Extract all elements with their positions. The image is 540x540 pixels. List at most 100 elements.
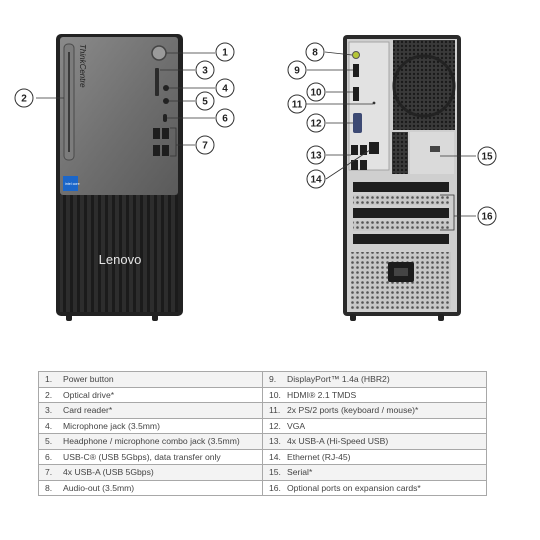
- callout-label: 8: [312, 48, 318, 59]
- card-reader: [155, 68, 159, 96]
- table-cell: 7. 4x USB-A (USB 5Gbps): [38, 464, 263, 481]
- table-cell-content: 10.HDMI® 2.1 TMDS: [269, 390, 480, 400]
- table-cell: 2.Optical drive*: [38, 386, 263, 403]
- table-cell-content: 6. USB-C® (USB 5Gbps), data transfer only: [45, 452, 256, 462]
- callout-10: 10: [306, 82, 326, 102]
- table-cell-content: 4.Microphone jack (3.5mm): [45, 421, 256, 431]
- callout-8: 8: [305, 42, 325, 62]
- lenovo-logo: Lenovo: [99, 252, 142, 267]
- callout-label: 12: [310, 119, 322, 130]
- rear-foot-left: [350, 314, 356, 321]
- callout-label: 4: [222, 84, 228, 95]
- table-row: 3. Card reader* 11.2x PS/2 ports (keyboard…: [38, 402, 487, 419]
- port-legend-table: 1. Power button 9. DisplayPort™ 1.4a (HBR2)…: [38, 371, 487, 496]
- power-inlet-pins: [394, 268, 408, 276]
- table-cell: 11.2x PS/2 ports (keyboard / mouse)*: [262, 402, 487, 419]
- item-number: 6.: [45, 451, 53, 462]
- callout-3: 3: [195, 60, 215, 80]
- power-button[interactable]: [151, 45, 167, 61]
- intel-badge: [63, 176, 78, 191]
- callout-9: 9: [287, 60, 307, 80]
- table-row: 5.Headphone / microphone combo jack (3.5…: [38, 433, 487, 450]
- rear-usb-a-ports: [351, 145, 367, 170]
- table-cell-content: 2.Optical drive*: [45, 390, 256, 400]
- rear-foot-right: [438, 314, 444, 321]
- callout-6: 6: [215, 108, 235, 128]
- callout-label: 14: [310, 175, 322, 186]
- item-number: 1.: [45, 374, 53, 385]
- callout-label: 16: [481, 212, 493, 223]
- callout-label: 13: [310, 151, 322, 162]
- callout-label: 3: [202, 66, 208, 77]
- item-description: DisplayPort™ 1.4a (HBR2): [287, 374, 390, 385]
- rear-view: [343, 35, 461, 321]
- table-cell: 12.VGA: [262, 417, 487, 434]
- table-row: 8. Audio-out (3.5mm) 16.Optional ports on …: [38, 479, 487, 496]
- fan-ring: [392, 54, 456, 118]
- callout-leader-lines: [36, 51, 476, 231]
- item-number: 16.: [269, 482, 281, 493]
- callout-label: 1: [222, 48, 228, 59]
- table-cell: 14. Ethernet (RJ-45): [262, 448, 487, 465]
- callout-14: 14: [306, 169, 326, 189]
- item-description: 4x USB-A (USB 5Gbps): [63, 467, 154, 478]
- item-number: 7.: [45, 467, 53, 478]
- table-cell: 4.Microphone jack (3.5mm): [38, 417, 263, 434]
- item-description: Headphone / microphone combo jack (3.5mm…: [63, 436, 240, 447]
- item-number: 14.: [269, 451, 281, 462]
- table-cell-content: 16.Optional ports on expansion cards*: [269, 483, 480, 493]
- vga-port: [353, 113, 362, 133]
- callout-11: 11: [287, 94, 307, 114]
- front-grille: [60, 195, 178, 312]
- table-cell: 6. USB-C® (USB 5Gbps), data transfer only: [38, 448, 263, 465]
- callout-label: 6: [222, 114, 228, 125]
- item-description: 4x USB-A (Hi-Speed USB): [287, 436, 389, 447]
- front-foot-left: [66, 314, 72, 321]
- table-cell: 5.Headphone / microphone combo jack (3.5…: [38, 433, 263, 450]
- callout-label: 9: [294, 66, 300, 77]
- table-row: 4.Microphone jack (3.5mm) 12.VGA: [38, 417, 487, 434]
- item-description: Power button: [63, 374, 114, 385]
- table-row: 6. USB-C® (USB 5Gbps), data transfer only…: [38, 448, 487, 465]
- front-usb-a-ports: [153, 128, 169, 156]
- item-number: 9.: [269, 374, 277, 385]
- table-cell-content: 9. DisplayPort™ 1.4a (HBR2): [269, 374, 480, 384]
- table-cell-content: 11.2x PS/2 ports (keyboard / mouse)*: [269, 405, 480, 415]
- callout-15: 15: [477, 146, 497, 166]
- table-row: 2.Optical drive* 10.HDMI® 2.1 TMDS: [38, 386, 487, 403]
- audio-out-jack: [352, 51, 360, 59]
- item-description: Audio-out (3.5mm): [63, 482, 135, 493]
- item-number: 8.: [45, 482, 53, 493]
- callout-1: 1: [215, 42, 235, 62]
- table-cell-content: 15.Serial*: [269, 467, 480, 477]
- item-description: USB-C® (USB 5Gbps), data transfer only: [63, 451, 221, 462]
- callout-label: 10: [310, 88, 322, 99]
- product-diagram: ThinkCentre intel core Lenovo: [14, 34, 497, 321]
- item-description: Microphone jack (3.5mm): [63, 420, 160, 431]
- item-number: 3.: [45, 405, 53, 416]
- rear-right-panel: [410, 132, 454, 174]
- callout-circles: 1 2 3 4 5 6 7 8 9 10 11 12 13 14 15 16: [14, 42, 497, 226]
- callout-label: 5: [202, 97, 208, 108]
- item-number: 13.: [269, 436, 281, 447]
- item-description: Card reader*: [63, 405, 113, 416]
- callout-7: 7: [195, 135, 215, 155]
- front-view: ThinkCentre intel core Lenovo: [56, 34, 183, 321]
- item-description: Ethernet (RJ-45): [287, 451, 351, 462]
- table-cell: 1. Power button: [38, 371, 263, 388]
- table-cell-content: 1. Power button: [45, 374, 256, 384]
- table-cell: 15.Serial*: [262, 464, 487, 481]
- item-number: 2.: [45, 389, 53, 400]
- ethernet-port: [369, 142, 379, 154]
- item-description: VGA: [287, 420, 306, 431]
- table-cell: 3. Card reader*: [38, 402, 263, 419]
- item-description: Serial*: [287, 467, 313, 478]
- ps2-port: [372, 101, 376, 105]
- callout-label: 15: [481, 152, 493, 163]
- table-cell: 16.Optional ports on expansion cards*: [262, 479, 487, 496]
- microphone-jack: [163, 85, 169, 91]
- callout-2: 2: [14, 88, 34, 108]
- table-row: 1. Power button 9. DisplayPort™ 1.4a (HBR2): [38, 371, 487, 388]
- displayport: [353, 64, 359, 77]
- table-row: 7. 4x USB-A (USB 5Gbps) 15.Serial*: [38, 464, 487, 481]
